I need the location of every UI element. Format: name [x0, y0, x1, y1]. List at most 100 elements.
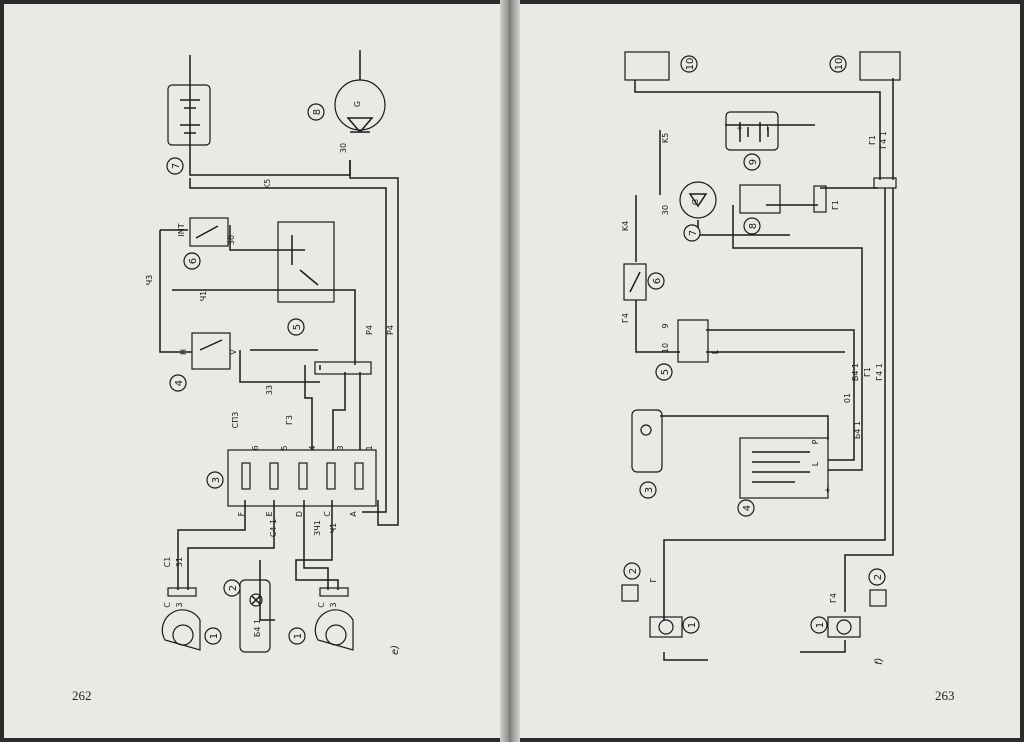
right-wire-label: Г4 — [621, 313, 630, 323]
left-component-number: 5 — [292, 324, 303, 330]
left-component-number-circle — [287, 318, 305, 336]
left-wire-label: Г3 — [285, 415, 294, 425]
right-component-number: 10 — [685, 58, 696, 71]
indicator-lamp-3 — [631, 409, 663, 473]
right-wire-label: Г4 — [829, 593, 838, 603]
small-lamp-2-right — [869, 589, 887, 607]
relay-4-box — [191, 332, 231, 370]
left-wire-label: P4 — [386, 325, 395, 335]
left-component-number-circle — [223, 579, 241, 597]
battery-box — [167, 84, 211, 146]
right-wire-label: Г4 1 — [879, 131, 888, 149]
right-terminal-label: + — [735, 125, 744, 132]
right-component-number-circle — [737, 499, 755, 517]
left-component-number-circle — [206, 471, 224, 489]
left-wire-label: 30 — [339, 143, 348, 153]
left-wire-label: C4 1 — [269, 519, 278, 537]
headlamp-1-right — [827, 616, 861, 638]
left-wire-label: Ч1 — [329, 523, 338, 534]
left-wire-label: 33 — [265, 385, 274, 395]
left-terminal-label: 3 — [336, 445, 345, 450]
left-wire-label: Ч1 — [199, 291, 208, 302]
headlamp-right — [314, 609, 354, 651]
right-wire-label: Г1 — [863, 367, 872, 377]
left-wire-label: Ч3 — [145, 275, 154, 286]
right-component-number-circle — [868, 568, 886, 586]
right-component-number-circle — [829, 55, 847, 73]
left-component-number: 2 — [228, 585, 239, 591]
right-component-number: 4 — [742, 505, 753, 511]
right-component-number-circle — [655, 363, 673, 381]
right-component-number: 1 — [687, 622, 698, 628]
left-terminal-label: D — [295, 511, 304, 517]
right-wire-label: Г — [649, 577, 658, 582]
right-terminal-label: I — [711, 329, 720, 331]
right-component-number: 1 — [815, 622, 826, 628]
right-terminal-label: L — [711, 349, 720, 354]
connector-strip — [314, 361, 372, 375]
right-component-number-circle — [647, 272, 665, 290]
left-component-number-circle — [183, 252, 201, 270]
left-component-number-circle — [307, 103, 325, 121]
left-terminal-label: 1 — [365, 445, 374, 450]
left-terminal-label: C — [163, 602, 172, 608]
lamp-10-right — [859, 51, 901, 81]
left-wire-label: P4 — [365, 325, 374, 335]
left-page — [4, 4, 504, 738]
left-component-number-circle — [169, 374, 187, 392]
right-component-number-circle — [743, 153, 761, 171]
left-component-number: 4 — [174, 380, 185, 386]
indicator-lamp-box — [239, 579, 271, 653]
switch-box — [189, 217, 229, 247]
right-terminal-label: 30 — [661, 205, 670, 215]
switch-unit-4 — [739, 437, 829, 499]
left-terminal-label: C — [323, 511, 332, 517]
left-component-number-circle — [204, 627, 222, 645]
relay-8 — [739, 184, 781, 214]
left-component-number: 1 — [209, 633, 220, 639]
right-component-number-circle — [682, 616, 700, 634]
left-terminal-label: C — [317, 602, 326, 608]
left-terminal-label: E — [265, 511, 274, 516]
relay-5 — [677, 319, 709, 363]
headlamp-1-left — [649, 616, 683, 638]
left-wire-label: Б4 1 — [253, 619, 262, 637]
left-wire-label: СП3 — [231, 412, 240, 429]
right-wire-label: Б4 1 — [853, 421, 862, 439]
left-terminal-label: 3 — [175, 602, 184, 607]
left-wire-label: K5 — [263, 179, 272, 189]
left-wire-label: C1 — [163, 557, 172, 568]
right-component-number: 7 — [688, 230, 699, 236]
left-component-number: 1 — [293, 633, 304, 639]
left-component-number: 8 — [312, 109, 323, 115]
left-terminal-label: H — [179, 349, 188, 355]
right-figure-letter: f) — [874, 658, 885, 665]
left-terminal-label: 4 — [308, 445, 317, 450]
left-component-number: 3 — [211, 477, 222, 483]
right-component-number-circle — [743, 217, 761, 235]
right-wire-label: Б4 1 — [851, 363, 860, 381]
right-wire-label: Г1 — [831, 200, 840, 210]
right-page — [516, 4, 1020, 738]
switch-6 — [623, 263, 647, 301]
right-wire-label: Г4 1 — [875, 363, 884, 381]
right-wire-label: 01 — [843, 393, 852, 403]
fuse-row — [241, 462, 364, 490]
right-wire-label: K4 — [621, 221, 630, 231]
book-gutter — [500, 0, 520, 742]
fuse-block — [227, 449, 377, 507]
right-component-number-circle — [683, 224, 701, 242]
right-component-number: 2 — [628, 568, 639, 574]
headlamp-left — [161, 609, 201, 651]
battery-9 — [725, 111, 779, 151]
right-component-number-circle — [639, 481, 657, 499]
right-component-number: 8 — [748, 223, 759, 229]
right-wire-label: K5 — [661, 133, 670, 143]
left-component-number-circle — [166, 157, 184, 175]
left-terminal-label: V — [229, 349, 238, 355]
small-lamp-2-left — [621, 584, 639, 602]
left-component-number: 7 — [171, 163, 182, 169]
page-number-right: 263 — [935, 688, 955, 703]
